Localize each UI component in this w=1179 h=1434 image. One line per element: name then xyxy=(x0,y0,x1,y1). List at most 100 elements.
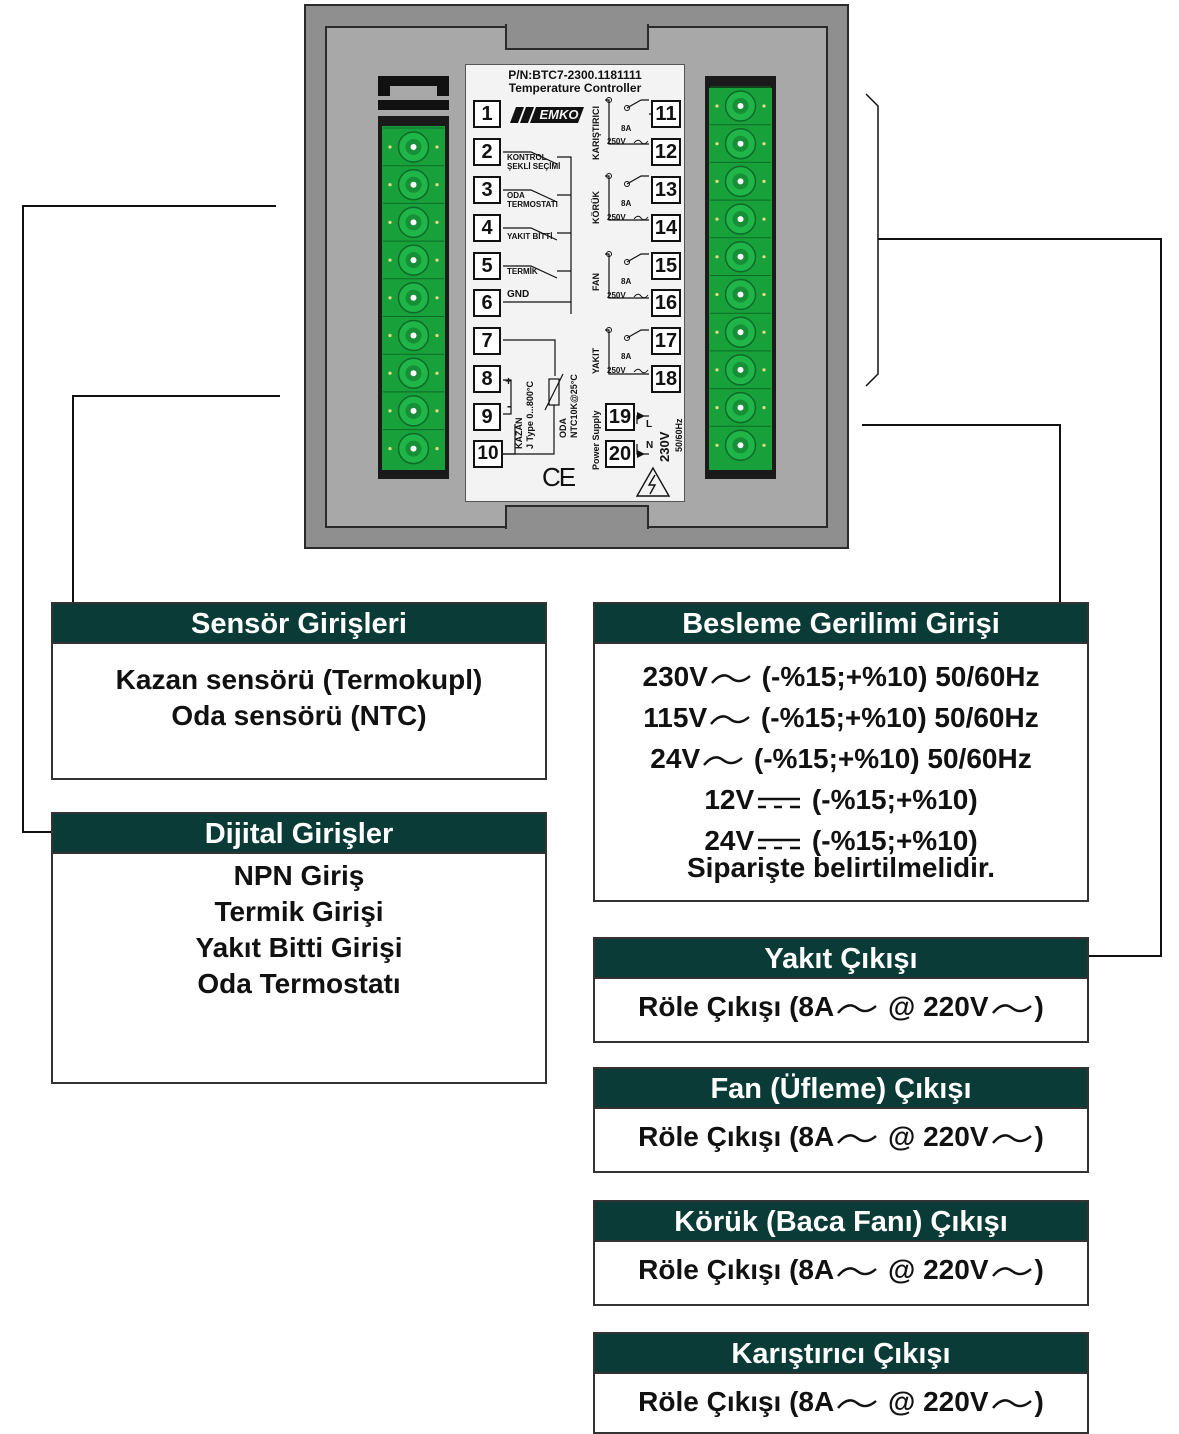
part-number: P/N:BTC7-2300.1181111 xyxy=(508,68,642,82)
emko-logo: EMKO xyxy=(510,105,586,125)
relay-voltage-text: @ 220V xyxy=(880,991,989,1022)
label-kazan: KAZAN xyxy=(514,417,524,450)
terminal-6: 6 xyxy=(473,289,501,317)
supply-line-5: 24V (-%15;+%10) xyxy=(595,820,1087,861)
relay-voltage-text: @ 220V xyxy=(880,1121,989,1152)
product-name: Temperature Controller xyxy=(508,81,642,95)
supply-line-1: 230V (-%15;+%10) 50/60Hz xyxy=(595,656,1087,697)
dc-symbol-icon xyxy=(758,838,801,849)
terminal-screw xyxy=(710,199,771,235)
supply-tolerance: (-%15;+%10) 50/60Hz xyxy=(753,702,1039,733)
relay-rating-text: Röle Çıkışı (8A xyxy=(638,1121,835,1152)
sensor-line-2: Oda sensörü (NTC) xyxy=(171,700,427,731)
relay-fan-current: 8A xyxy=(621,277,632,286)
ac-symbol-icon xyxy=(991,1398,1032,1409)
terminal-13: 13 xyxy=(651,176,681,204)
terminal-screw xyxy=(383,391,444,427)
ac-symbol-icon xyxy=(633,139,649,145)
terminal-screw xyxy=(383,127,444,163)
label-termik: TERMİK xyxy=(507,267,538,276)
leader-line-digital xyxy=(22,205,276,207)
relay-close-paren: ) xyxy=(1034,1121,1044,1152)
terminal-screw xyxy=(383,165,444,201)
digital-line-1: NPN Giriş xyxy=(233,860,365,891)
thermocouple-minus: - xyxy=(507,399,511,413)
terminal-10: 10 xyxy=(473,440,503,468)
housing-notch-top xyxy=(507,26,647,50)
label-supply-voltage: 230V xyxy=(657,431,672,462)
label-oda-termostati: ODA TERMOSTATI xyxy=(507,191,558,209)
leader-line-outputs xyxy=(878,238,1162,240)
terminal-screw xyxy=(383,278,444,314)
thermocouple-plus: + xyxy=(505,374,513,388)
terminal-12: 12 xyxy=(651,138,681,166)
relay-karistirici-voltage: 250V xyxy=(607,137,626,146)
terminal-screw xyxy=(710,161,771,198)
supply-tolerance: (-%15;+%10) xyxy=(804,784,978,815)
supply-line-3: 24V (-%15;+%10) 50/60Hz xyxy=(595,738,1087,779)
panel-digital-inputs: Dijital Girişler NPN Giriş Termik Girişi… xyxy=(51,812,547,1084)
terminal-screw xyxy=(710,350,771,386)
terminal-screw xyxy=(383,353,444,389)
sensor-line-1: Kazan sensörü (Termokupl) xyxy=(115,664,483,695)
relay-group-bracket xyxy=(865,93,879,387)
terminal-2: 2 xyxy=(473,138,501,166)
terminal-15: 15 xyxy=(651,252,681,280)
sticker-wiring-lines xyxy=(503,97,671,497)
relay-rating-text: Röle Çıkışı (8A xyxy=(638,1254,835,1285)
label-kontrol-sekli-secimi: KONTROL ŞEKLİ SEÇİMİ xyxy=(507,153,561,171)
relay-output-spec: Röle Çıkışı (8A @ 220V) xyxy=(595,1109,1087,1155)
label-fan: FAN xyxy=(591,273,601,291)
supply-voltage: 230V xyxy=(642,661,708,692)
terminal-screw xyxy=(710,425,771,462)
relay-rating-text: Röle Çıkışı (8A xyxy=(638,1386,835,1417)
terminal-screw xyxy=(710,237,771,273)
supply-tolerance: (-%15;+%10) xyxy=(804,825,978,856)
ac-symbol-icon xyxy=(837,1398,878,1409)
terminal-screw xyxy=(710,312,771,348)
supply-tolerance: (-%15;+%10) 50/60Hz xyxy=(746,743,1032,774)
terminal-screw xyxy=(383,316,444,352)
terminal-screw xyxy=(383,240,444,276)
ac-symbol-icon xyxy=(837,1133,878,1144)
ac-symbol-icon xyxy=(633,215,649,221)
relay-fan-voltage: 250V xyxy=(607,291,626,300)
label-supply-freq: 50/60Hz xyxy=(674,418,684,452)
panel-sensor-title: Sensör Girişleri xyxy=(53,604,545,644)
ac-symbol-icon xyxy=(703,755,743,766)
relay-yakit-voltage: 250V xyxy=(607,366,626,375)
ac-symbol-icon xyxy=(633,368,649,374)
label-oda: ODA xyxy=(558,418,568,438)
terminal-9: 9 xyxy=(473,403,501,431)
label-ntc: NTC10K@25°C xyxy=(569,374,579,438)
terminal-screw xyxy=(383,429,444,465)
digital-line-3: Yakıt Bitti Girişi xyxy=(195,932,403,963)
terminal-20: 20 xyxy=(605,440,635,468)
right-terminal-screws xyxy=(710,86,771,462)
supply-voltage: 24V xyxy=(650,743,701,774)
terminal-17: 17 xyxy=(651,327,681,355)
terminal-screw xyxy=(383,202,444,239)
terminal-14: 14 xyxy=(651,214,681,242)
terminal-screw xyxy=(710,388,771,424)
digital-line-2: Termik Girişi xyxy=(214,896,384,927)
supply-voltage: 24V xyxy=(704,825,755,856)
ac-symbol-icon xyxy=(991,1003,1032,1014)
label-yakit: YAKIT xyxy=(591,347,601,374)
housing-notch-bottom xyxy=(507,505,647,529)
panel-supply-title: Besleme Gerilimi Girişi xyxy=(595,604,1087,644)
relay-close-paren: ) xyxy=(1034,1386,1044,1417)
ac-symbol-icon xyxy=(710,714,750,725)
label-neutral: N xyxy=(646,440,654,451)
relay-voltage-text: @ 220V xyxy=(880,1254,989,1285)
panel-output-title: Körük (Baca Fanı) Çıkışı xyxy=(595,1202,1087,1242)
panel-output-title: Fan (Üfleme) Çıkışı xyxy=(595,1069,1087,1109)
panel-output-title: Karıştırıcı Çıkışı xyxy=(595,1334,1087,1374)
relay-close-paren: ) xyxy=(1034,991,1044,1022)
relay-output-spec: Röle Çıkışı (8A @ 220V) xyxy=(595,979,1087,1025)
relay-koruk-voltage: 250V xyxy=(607,213,626,222)
supply-note: Siparişte belirtilmelidir. xyxy=(686,852,996,883)
